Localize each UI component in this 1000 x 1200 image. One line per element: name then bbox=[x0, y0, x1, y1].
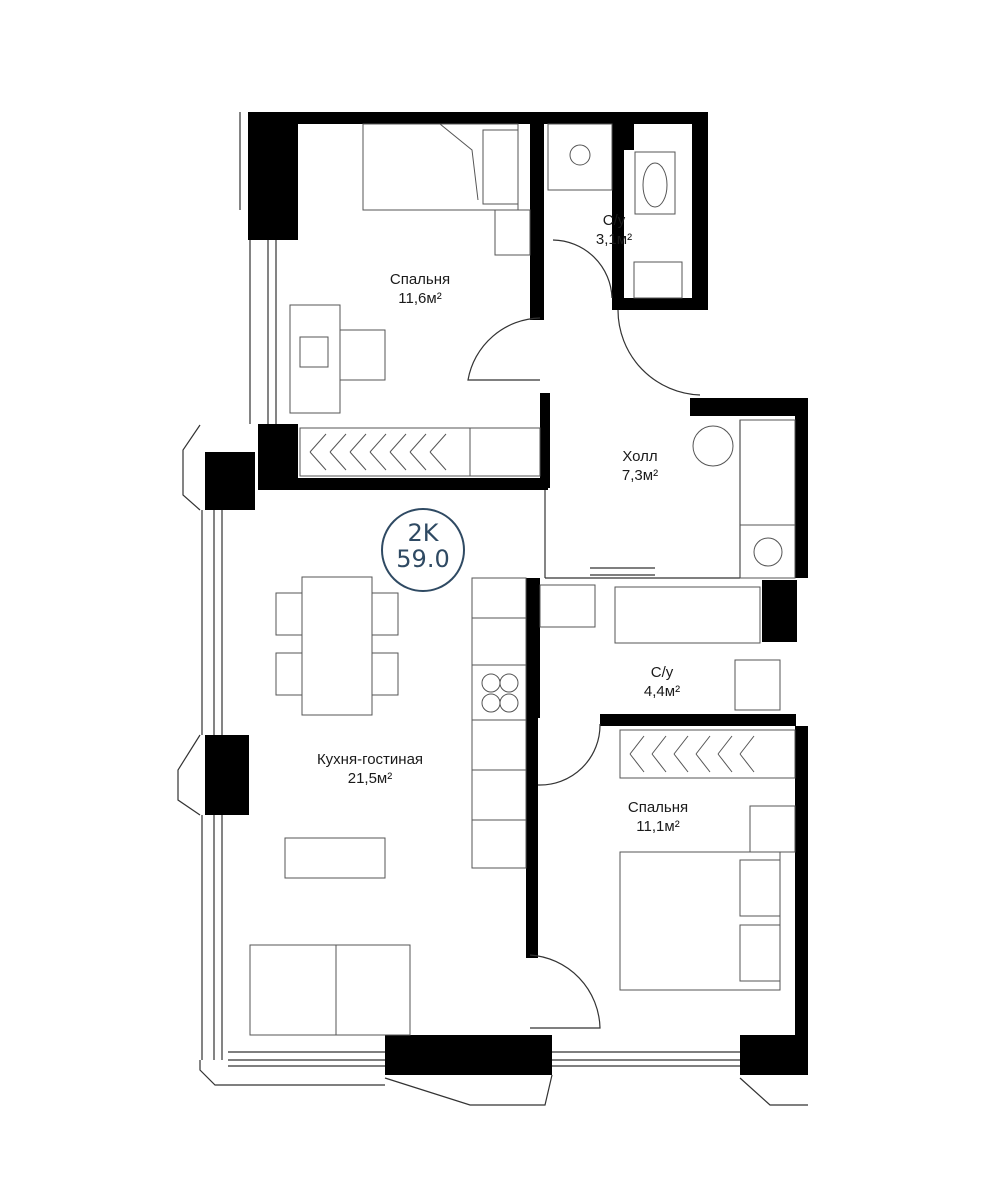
room-name: Кухня-гостиная bbox=[316, 751, 424, 768]
hall-closet bbox=[692, 419, 796, 579]
kitchen-furniture bbox=[249, 576, 527, 1036]
room-label-bath1: С/у 3,1м² bbox=[596, 211, 632, 249]
apartment-badge: 2K 59.0 bbox=[381, 508, 465, 592]
bay-outline-left-upper bbox=[182, 424, 201, 511]
room-area: 7,3м² bbox=[621, 467, 659, 484]
room-name: С/у bbox=[602, 212, 626, 229]
window-bedroom1-left bbox=[239, 112, 277, 424]
room-name: Спальня bbox=[627, 799, 689, 816]
badge-type: 2K bbox=[407, 519, 439, 547]
room-name: С/у bbox=[650, 664, 674, 681]
bed-bedroom2 bbox=[619, 729, 796, 991]
bed-bedroom1 bbox=[362, 123, 531, 256]
badge-area: 59.0 bbox=[396, 545, 450, 573]
room-label-bedroom1: Спальня 11,6м² bbox=[390, 270, 450, 308]
corner-outline bbox=[199, 1060, 385, 1086]
room-name: Холл bbox=[622, 448, 658, 465]
room-area: 11,6м² bbox=[398, 290, 442, 307]
room-label-bath2: С/у 4,4м² bbox=[644, 663, 680, 701]
room-area: 21,5м² bbox=[347, 770, 393, 787]
room-label-hall: Холл 7,3м² bbox=[622, 447, 658, 485]
room-name: Спальня bbox=[389, 271, 451, 288]
bay-outline-bottom bbox=[384, 1074, 553, 1106]
room-area: 3,1м² bbox=[595, 231, 633, 248]
room-area: 11,1м² bbox=[636, 818, 680, 835]
walls bbox=[205, 112, 808, 1075]
wardrobe-bedroom1 bbox=[299, 427, 541, 477]
room-label-bedroom2: Спальня 11,1м² bbox=[628, 798, 688, 836]
bath2-fixtures bbox=[539, 584, 781, 711]
bath1-fixtures bbox=[547, 123, 683, 299]
desk-bedroom1 bbox=[289, 304, 386, 414]
doors bbox=[467, 239, 701, 1029]
room-label-kitchen: Кухня-гостиная 21,5м² bbox=[317, 750, 423, 788]
room-area: 4,4м² bbox=[643, 683, 681, 700]
window-kitchen-left bbox=[201, 510, 223, 1060]
window-bottom bbox=[228, 1051, 740, 1067]
bay-outline-left-lower bbox=[177, 734, 201, 816]
bay-outline-right bbox=[739, 1077, 808, 1106]
